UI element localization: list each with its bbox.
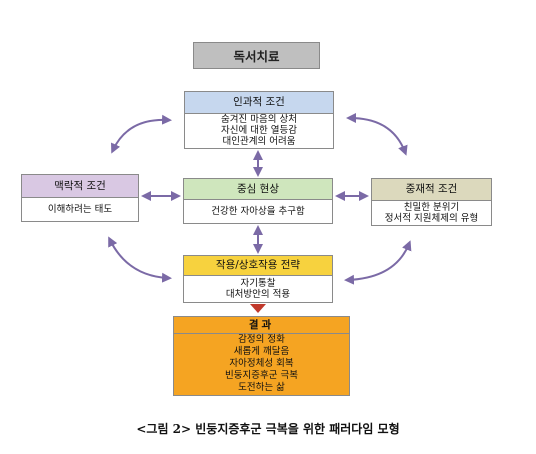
arrow-context-strategy (108, 236, 172, 283)
arrow-cause-mediate (346, 113, 408, 156)
list-item: 자아정체성 회복 (229, 358, 294, 369)
title-text: 독서치료 (233, 49, 280, 64)
list-item: 빈둥지증후군 극복 (225, 370, 298, 381)
list-item: 자기통찰 (240, 277, 276, 289)
strategy-box: 작용/상호작용 전략 자기통찰 대처방안의 적용 (183, 255, 333, 303)
list-item: 친밀한 분위기 (403, 201, 460, 213)
strategy-header: 작용/상호작용 전략 (184, 256, 332, 276)
list-item: 정서적 지원체제의 유형 (384, 212, 479, 224)
list-item: 도전하는 삶 (238, 382, 285, 393)
intervening-conditions-box: 중재적 조건 친밀한 분위기 정서적 지원체제의 유형 (371, 178, 492, 226)
strategy-body: 자기통찰 대처방안의 적용 (184, 275, 332, 302)
intervening-conditions-body: 친밀한 분위기 정서적 지원체제의 유형 (372, 200, 491, 225)
list-item: 숨겨진 마음의 상처 (221, 114, 297, 125)
list-item: 자신에 대한 열등감 (221, 125, 297, 136)
consequences-body: 감정의 정화 새롭게 깨달음 자아정체성 회복 빈둥지증후군 극복 도전하는 삶 (174, 333, 349, 395)
arrow-cause-context (111, 114, 172, 154)
core-phenomenon-box: 중심 현상 건강한 자아상을 추구함 (183, 178, 333, 224)
figure-caption: <그림 2> 빈둥지증후군 극복을 위한 패러다임 모형 (136, 422, 400, 436)
title-box: 독서치료 (193, 42, 320, 69)
causal-conditions-body: 숨겨진 마음의 상처 자신에 대한 열등감 대인관계의 어려움 (185, 113, 333, 148)
intervening-conditions-header: 중재적 조건 (372, 179, 491, 201)
list-item: 이해하려는 태도 (47, 203, 113, 215)
consequences-header: 결과 (174, 317, 349, 334)
contextual-conditions-header: 맥락적 조건 (22, 175, 138, 198)
causal-conditions-header: 인과적 조건 (185, 92, 333, 114)
arrow-mediate-strategy (344, 240, 412, 285)
causal-conditions-box: 인과적 조건 숨겨진 마음의 상처 자신에 대한 열등감 대인관계의 어려움 (184, 91, 334, 149)
consequences-box: 결과 감정의 정화 새롭게 깨달음 자아정체성 회복 빈둥지증후군 극복 도전하… (173, 316, 350, 396)
contextual-conditions-body: 이해하려는 태도 (22, 197, 138, 221)
list-item: 감정의 정화 (238, 334, 285, 345)
arrow-strategy-result (250, 304, 266, 313)
list-item: 새롭게 깨달음 (233, 346, 290, 357)
list-item: 대인관계의 어려움 (222, 136, 296, 147)
core-phenomenon-body: 건강한 자아상을 추구함 (184, 199, 332, 223)
list-item: 건강한 자아상을 추구함 (211, 205, 305, 217)
contextual-conditions-box: 맥락적 조건 이해하려는 태도 (21, 174, 139, 222)
list-item: 대처방안의 적용 (225, 288, 291, 300)
core-phenomenon-header: 중심 현상 (184, 179, 332, 200)
